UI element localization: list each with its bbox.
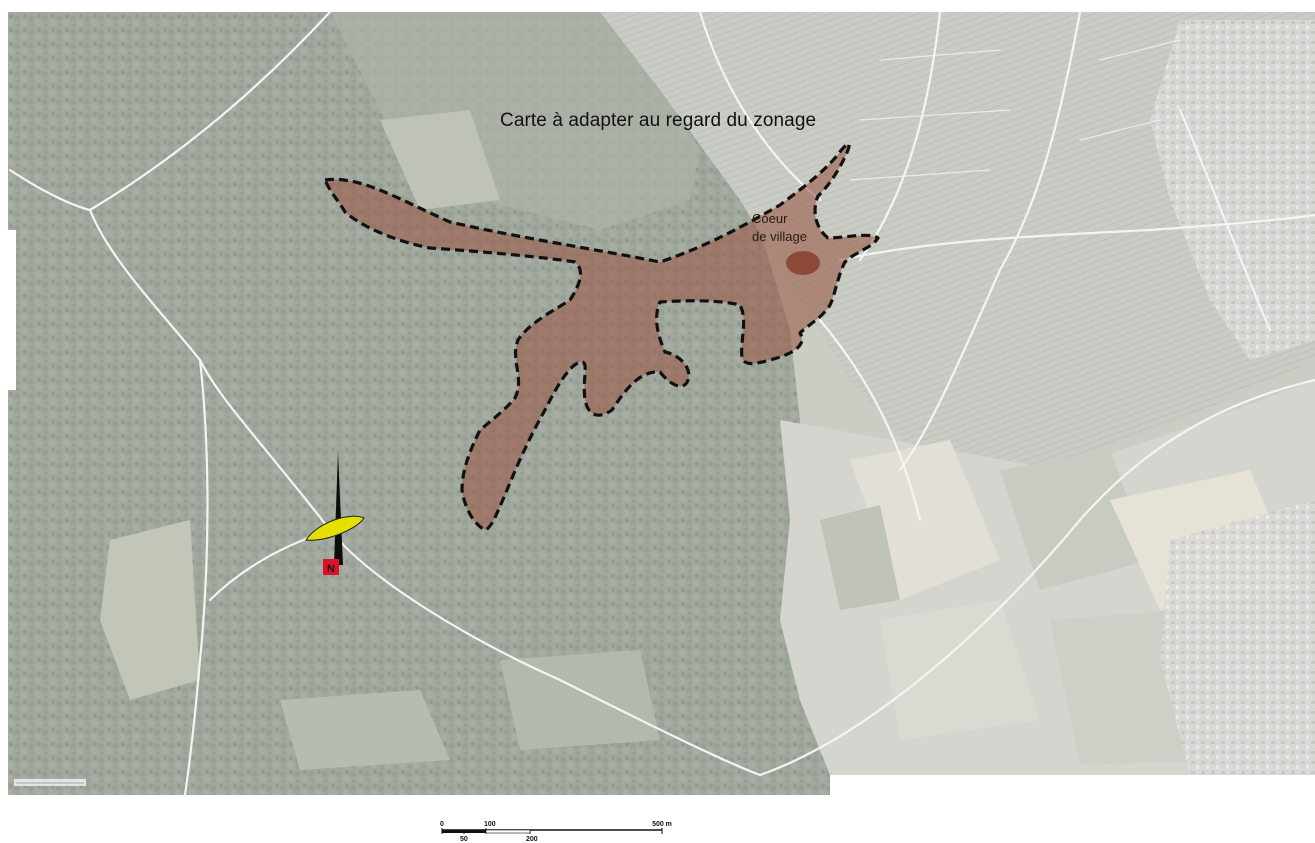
imagery-scale-stub [14, 779, 86, 786]
map-title: Carte à adapter au regard du zonage [500, 110, 817, 131]
village-core-label-line-2: de village [752, 229, 807, 244]
scale-tick-50: 50 [460, 836, 468, 843]
village-core-marker [786, 251, 820, 275]
scale-tick-200: 200 [526, 836, 538, 843]
north-arrow-icon [305, 452, 365, 575]
study-zone-outline [323, 142, 880, 532]
scale-tick-100: 100 [484, 821, 496, 828]
north-arrow-label: N [327, 563, 335, 575]
village-core-label: Coeur de village [752, 210, 832, 246]
compass-ellipse-icon [305, 515, 365, 541]
scale-tick-500m: 500 m [652, 821, 672, 828]
scale-tick-0: 0 [440, 821, 444, 828]
scale-bar: 0 100 500 m 50 200 [440, 821, 672, 843]
village-core-label-line-1: Coeur [752, 211, 788, 226]
roads [8, 10, 1315, 797]
